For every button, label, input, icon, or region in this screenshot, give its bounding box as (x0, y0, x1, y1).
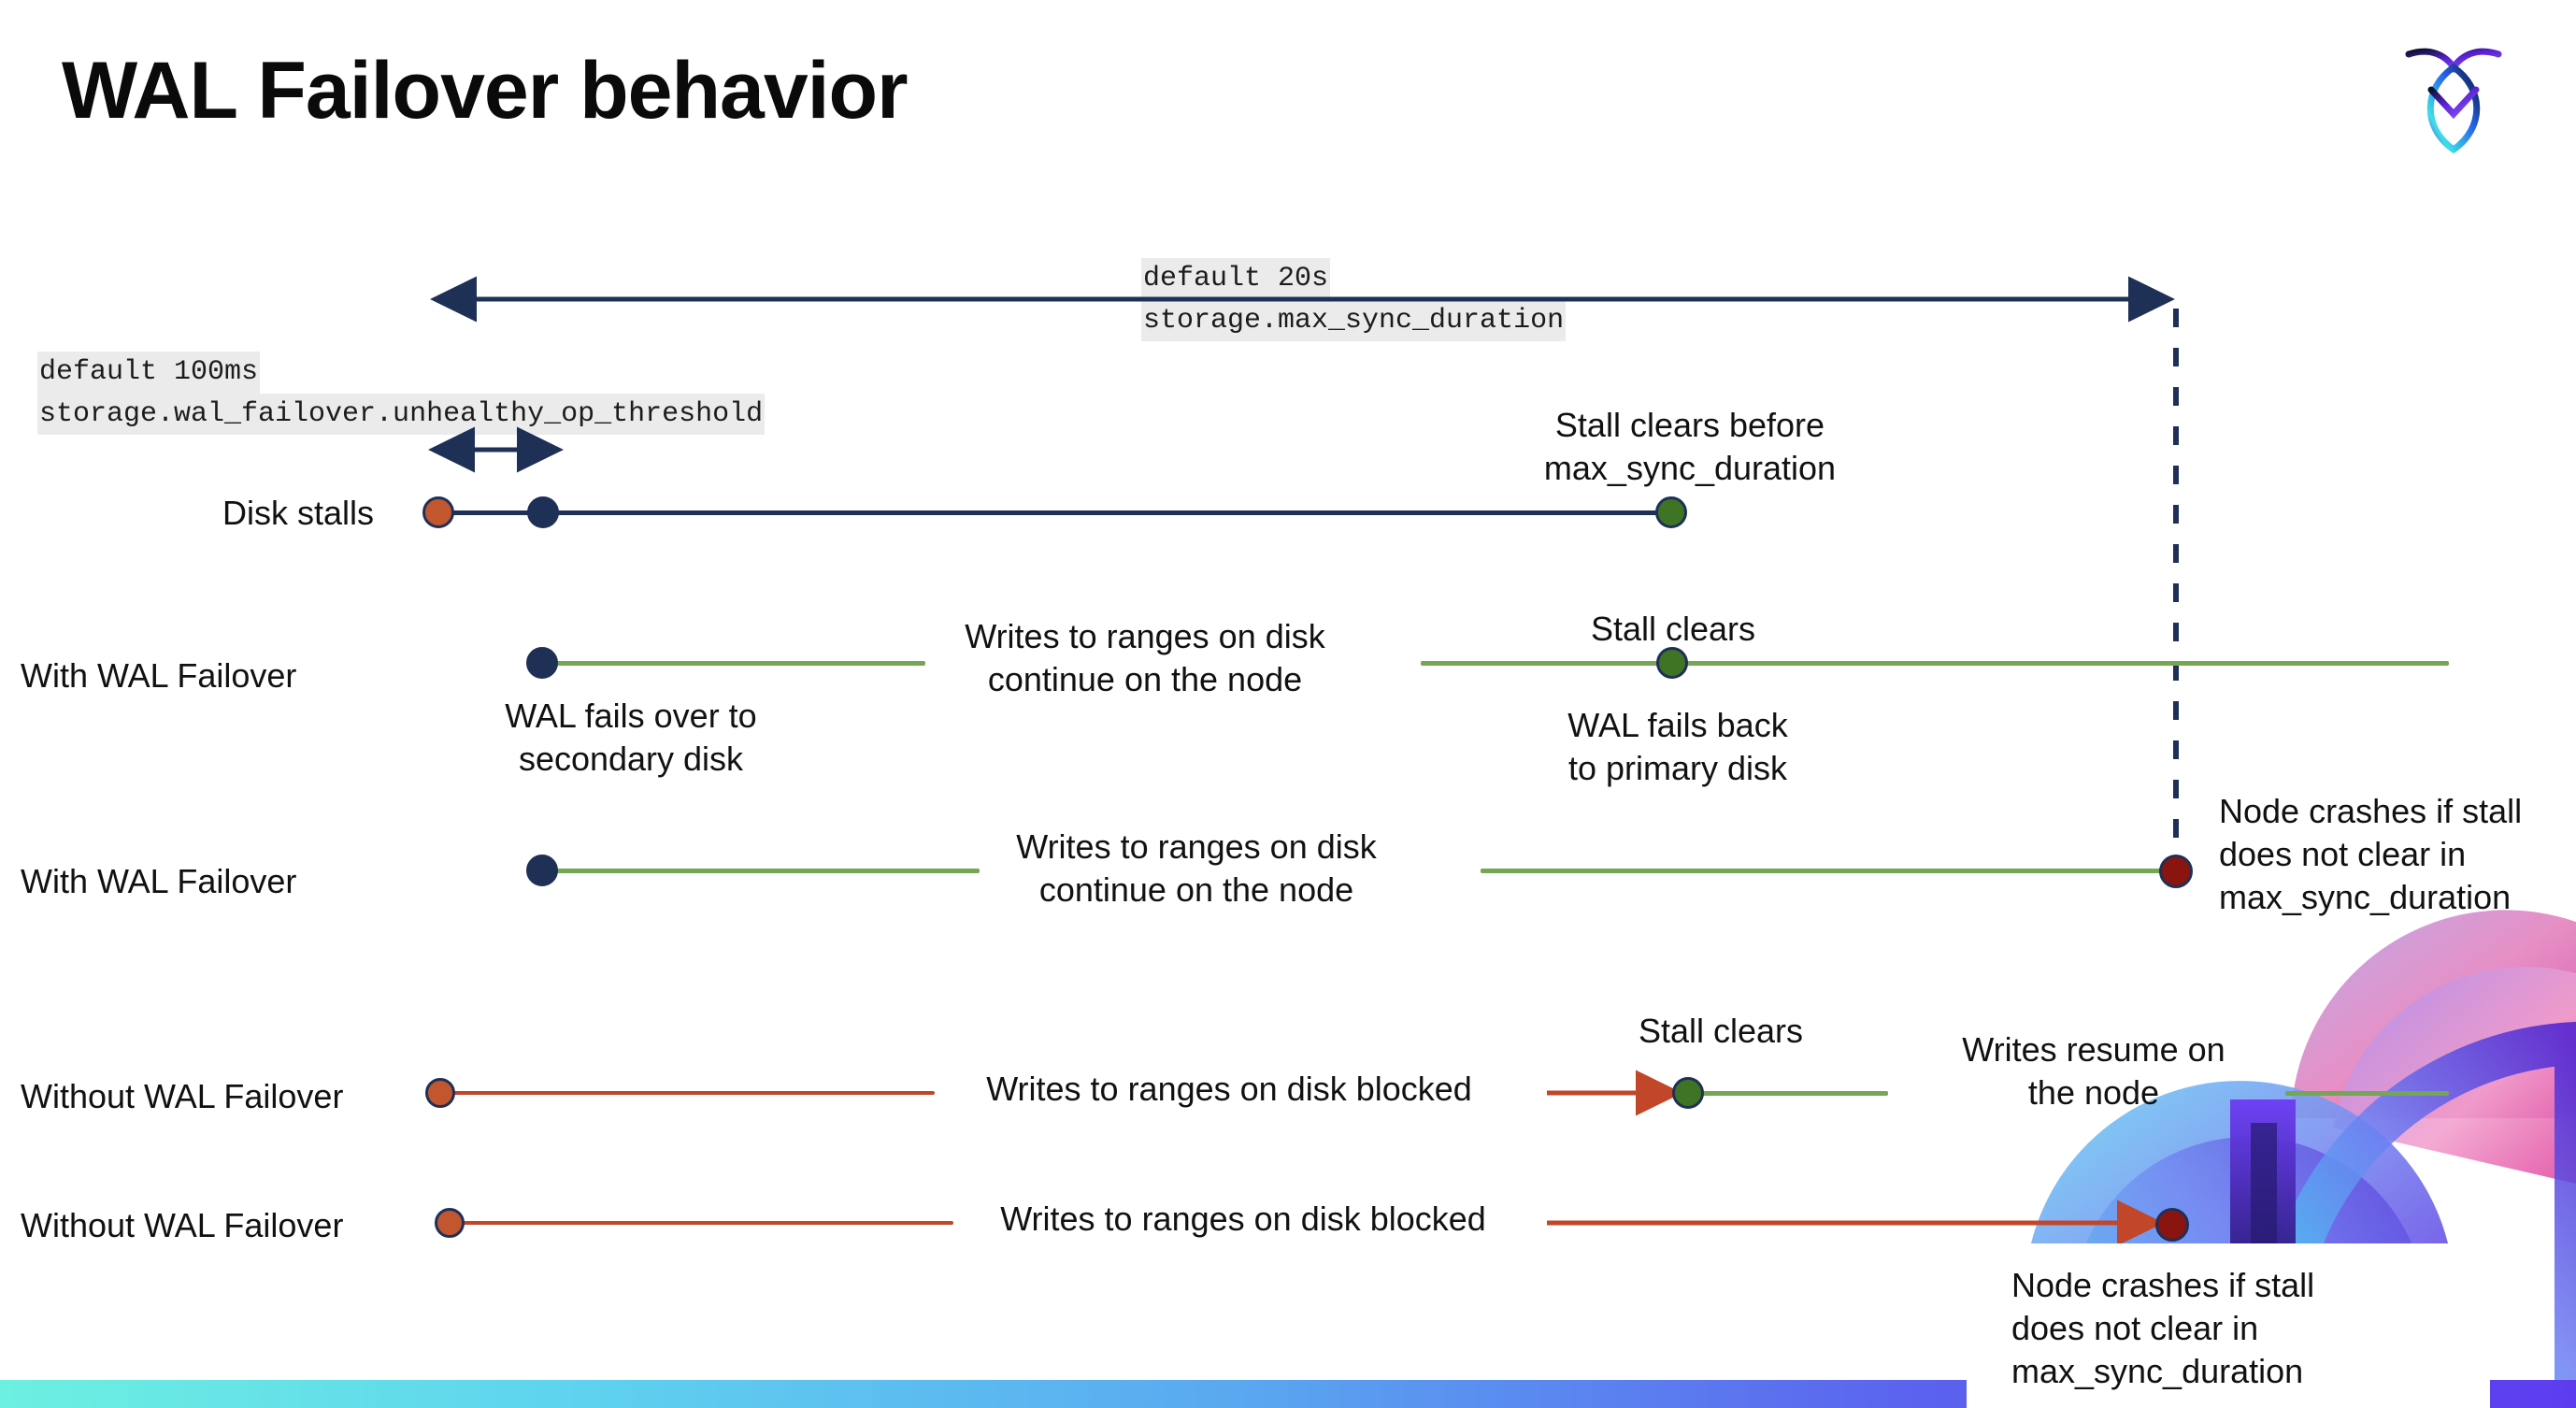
with-failover-1-segment-a (542, 661, 925, 666)
max-sync-default-text: default 20s (1141, 258, 1331, 300)
max-sync-duration-label: default 20s storage.max_sync_duration (1141, 258, 1567, 342)
disk-stall-clear-dot (1655, 496, 1687, 528)
with-failover-1-start-dot (526, 647, 558, 679)
disk-stalls-timeline (439, 510, 1673, 515)
without-failover-2-blocked-line-a (458, 1221, 953, 1225)
note-writes-blocked-1: Writes to ranges on disk blocked (986, 1070, 1472, 1108)
without-failover-1-resume-line-b (2285, 1091, 2449, 1096)
row-label-with-wal-failover-2: With WAL Failover (21, 862, 297, 900)
note-stall-clears-2: Stall clears (1638, 1012, 1804, 1050)
without-failover-1-blocked-line-a (449, 1091, 935, 1095)
with-failover-2-crash-dot (2159, 855, 2193, 888)
note-writes-blocked-2: Writes to ranges on disk blocked (1000, 1200, 1486, 1238)
cockroachdb-logo (2397, 30, 2510, 161)
with-failover-2-start-dot (526, 855, 558, 886)
note-stall-clears-1: Stall clears (1590, 610, 1756, 648)
without-failover-2-start-dot (435, 1208, 465, 1238)
with-failover-2-segment-a (542, 869, 980, 873)
disk-stall-start-dot (422, 496, 454, 528)
row-label-disk-stalls: Disk stalls (222, 494, 375, 532)
with-failover-2-segment-b (1481, 869, 2172, 873)
page-title: WAL Failover behavior (62, 46, 909, 136)
row-label-with-wal-failover-1: With WAL Failover (21, 656, 297, 695)
without-failover-1-clear-dot (1672, 1077, 1704, 1109)
row-label-without-wal-failover-2: Without WAL Failover (21, 1206, 344, 1244)
unhealthy-op-setting-text: storage.wal_failover.unhealthy_op_thresh… (37, 393, 766, 436)
max-sync-setting-text: storage.max_sync_duration (1141, 299, 1567, 342)
callout-box (1967, 1243, 2490, 1408)
with-failover-1-clear-dot (1656, 647, 1688, 679)
row-label-without-wal-failover-1: Without WAL Failover (21, 1077, 344, 1115)
unhealthy-op-default-text: default 100ms (37, 352, 261, 394)
without-failover-1-start-dot (425, 1078, 455, 1108)
without-failover-1-resume-line (1692, 1091, 1888, 1096)
without-failover-2-crash-dot (2155, 1208, 2189, 1242)
wal-failover-trigger-dot (527, 496, 559, 528)
with-failover-1-segment-b (1421, 661, 2449, 666)
unhealthy-op-threshold-label: default 100ms storage.wal_failover.unhea… (37, 352, 766, 436)
